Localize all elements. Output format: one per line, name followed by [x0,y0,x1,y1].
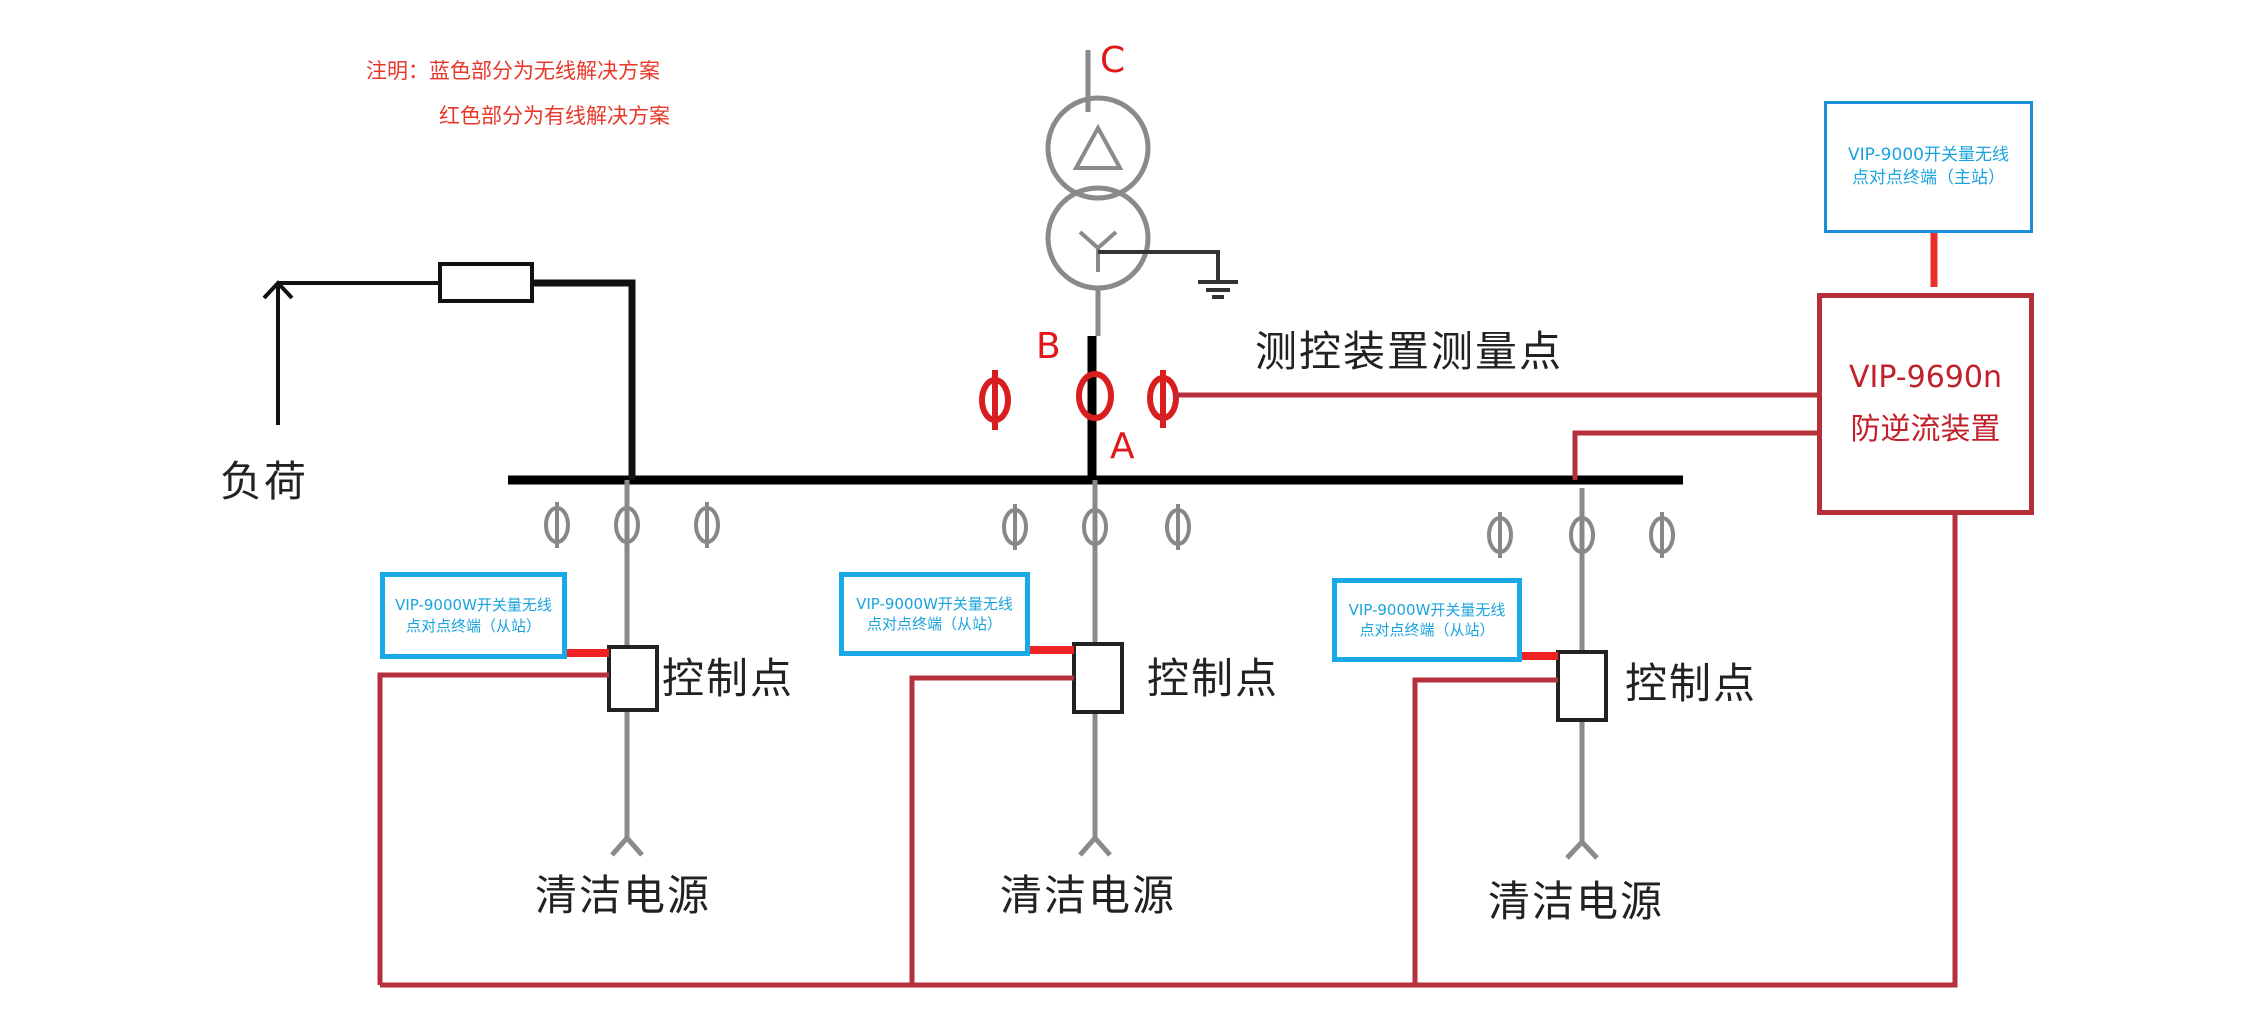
clean-source-label-2: 清洁电源 [1000,871,1177,920]
device-name: 防逆流装置 [1850,412,2001,447]
slave-terminal-2-line1: VIP-9000W开关量无线 [856,594,1013,613]
slave-terminal-3-line2: 点对点终端（从站） [1359,621,1495,639]
control-point-label-1: 控制点 [662,654,795,703]
anti-backflow-device-box: VIP-9690n 防逆流装置 [1817,293,2034,515]
feeder-2 [1072,480,1124,857]
slave-terminal-box-1: VIP-9000W开关量无线 点对点终端（从站） [380,572,567,659]
note-wired: 红色部分为有线解决方案 [439,104,670,128]
device-model: VIP-9690n [1849,359,2002,395]
measure-point-label: 测控装置测量点 [1255,327,1564,376]
slave-terminal-box-2: VIP-9000W开关量无线 点对点终端（从站） [839,572,1030,656]
load-label: 负荷 [220,457,309,506]
transformer [1045,50,1151,336]
slave-terminal-2-line2: 点对点终端（从站） [866,615,1002,633]
current-transformer-icons [544,502,1675,558]
master-terminal-box: VIP-9000开关量无线 点对点终端（主站） [1824,101,2033,233]
master-terminal-line1: VIP-9000开关量无线 [1848,145,2009,166]
label-c: C [1100,40,1126,81]
slave-terminal-box-3: VIP-9000W开关量无线 点对点终端（从站） [1332,578,1522,662]
load-branch [262,262,636,480]
label-a: A [1110,426,1135,467]
master-terminal-line2: 点对点终端（主站） [1852,168,2005,188]
slave-terminal-1-line2: 点对点终端（从站） [405,616,541,635]
slave-terminal-1-line1: VIP-9000W开关量无线 [395,596,552,615]
control-point-label-2: 控制点 [1147,654,1280,703]
terminal-links [567,646,1558,660]
slave-terminal-3-line1: VIP-9000W开关量无线 [1348,600,1506,619]
clean-source-label-1: 清洁电源 [535,871,712,920]
clean-source-label-3: 清洁电源 [1488,877,1665,926]
note-wireless: 注明：蓝色部分为无线解决方案 [366,59,660,83]
measurement-ct-icons [979,370,1179,430]
control-point-label-3: 控制点 [1625,659,1758,708]
wired-connections [377,392,1958,988]
label-b: B [1036,326,1061,367]
ground-icon [1098,250,1238,299]
